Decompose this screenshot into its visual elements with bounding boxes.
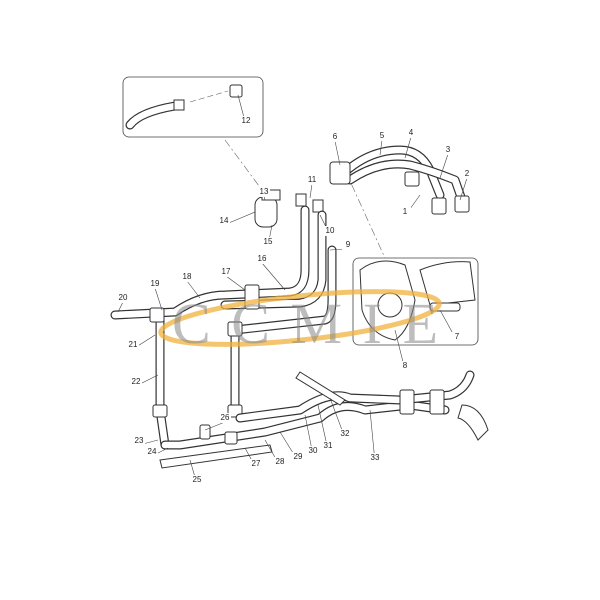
- center-line: [224, 139, 263, 191]
- label-background: [339, 429, 351, 439]
- label-background: [399, 207, 411, 217]
- part-number-label: 20: [119, 293, 128, 302]
- part-number-label: 6: [333, 132, 338, 141]
- hose-assembly-upper-right: [329, 145, 470, 215]
- part-number-label: 21: [129, 340, 138, 349]
- label-background: [342, 240, 354, 250]
- part-number-label: 16: [258, 254, 267, 263]
- part-number-label: 32: [341, 429, 350, 438]
- label-background: [130, 377, 142, 387]
- detail-inset-right: [352, 257, 479, 346]
- leader-line: [225, 275, 246, 291]
- label-background: [399, 361, 411, 371]
- part-number-label: 29: [294, 452, 303, 461]
- part-number-label: 17: [222, 267, 231, 276]
- part-number-label: 8: [403, 361, 408, 370]
- hose-assembly-lower: [159, 370, 489, 469]
- label-background: [274, 457, 286, 467]
- label-background: [240, 116, 252, 126]
- label-background: [329, 132, 341, 142]
- label-background: [149, 279, 161, 289]
- part-number-label: 22: [132, 377, 141, 386]
- part-number-label: 27: [252, 459, 261, 468]
- leader-line: [404, 136, 412, 159]
- leader-line: [379, 139, 383, 156]
- part-number-label: 23: [135, 436, 144, 445]
- part-number-label: 19: [151, 279, 160, 288]
- part-number-label: 14: [220, 216, 229, 225]
- label-background: [461, 169, 473, 179]
- leader-line: [261, 262, 286, 291]
- part-number-label: 1: [403, 207, 408, 216]
- hose-detail: [125, 84, 243, 130]
- part-number-label: 25: [193, 475, 202, 484]
- label-background: [369, 453, 381, 463]
- label-background: [181, 272, 193, 282]
- label-background: [133, 436, 145, 446]
- label-background: [307, 446, 319, 456]
- leader-line: [204, 421, 226, 431]
- part-number-label: 24: [148, 447, 157, 456]
- center-line: [344, 169, 386, 259]
- part-number-label: 2: [465, 169, 470, 178]
- watermark-swoosh: [158, 289, 442, 347]
- label-background: [220, 267, 232, 277]
- leader-line: [309, 183, 313, 199]
- part-number-label: 3: [446, 145, 451, 154]
- label-background: [376, 131, 388, 141]
- part-number-label: 15: [264, 237, 273, 246]
- part-number-label: 12: [242, 116, 251, 125]
- leader-line: [334, 140, 341, 166]
- part-labels: 1234567891011121314151617181920212223242…: [117, 94, 473, 485]
- label-background: [324, 226, 336, 236]
- label-background: [442, 145, 454, 155]
- label-background: [451, 332, 463, 342]
- label-background: [146, 447, 158, 457]
- label-background: [306, 175, 318, 185]
- label-background: [127, 340, 139, 350]
- label-background: [218, 216, 230, 226]
- label-background: [322, 441, 334, 451]
- part-number-label: 18: [183, 272, 192, 281]
- label-background: [250, 459, 262, 469]
- part-number-label: 9: [346, 240, 351, 249]
- label-background: [258, 187, 270, 197]
- leader-line: [186, 280, 201, 299]
- hose-assembly-middle: [110, 205, 337, 450]
- part-number-label: 5: [380, 131, 385, 140]
- label-background: [117, 293, 129, 303]
- detail-inset-top: [122, 76, 264, 138]
- part-number-label: 30: [309, 446, 318, 455]
- part-number-label: 13: [260, 187, 269, 196]
- label-background: [256, 254, 268, 264]
- part-number-label: 4: [409, 128, 414, 137]
- label-background: [219, 413, 231, 423]
- label-background: [405, 128, 417, 138]
- leader-line: [439, 153, 449, 179]
- part-number-label: 33: [371, 453, 380, 462]
- part-number-label: 7: [455, 332, 460, 341]
- part-number-label: 11: [308, 175, 317, 184]
- label-background: [262, 237, 274, 247]
- part-number-label: 28: [276, 457, 285, 466]
- leader-line: [154, 287, 163, 311]
- part-number-label: 26: [221, 413, 230, 422]
- label-background: [292, 452, 304, 462]
- label-background: [191, 475, 203, 485]
- part-number-label: 10: [326, 226, 335, 235]
- leader-line: [117, 301, 124, 313]
- part-number-label: 31: [324, 441, 333, 450]
- leader-line: [459, 177, 468, 201]
